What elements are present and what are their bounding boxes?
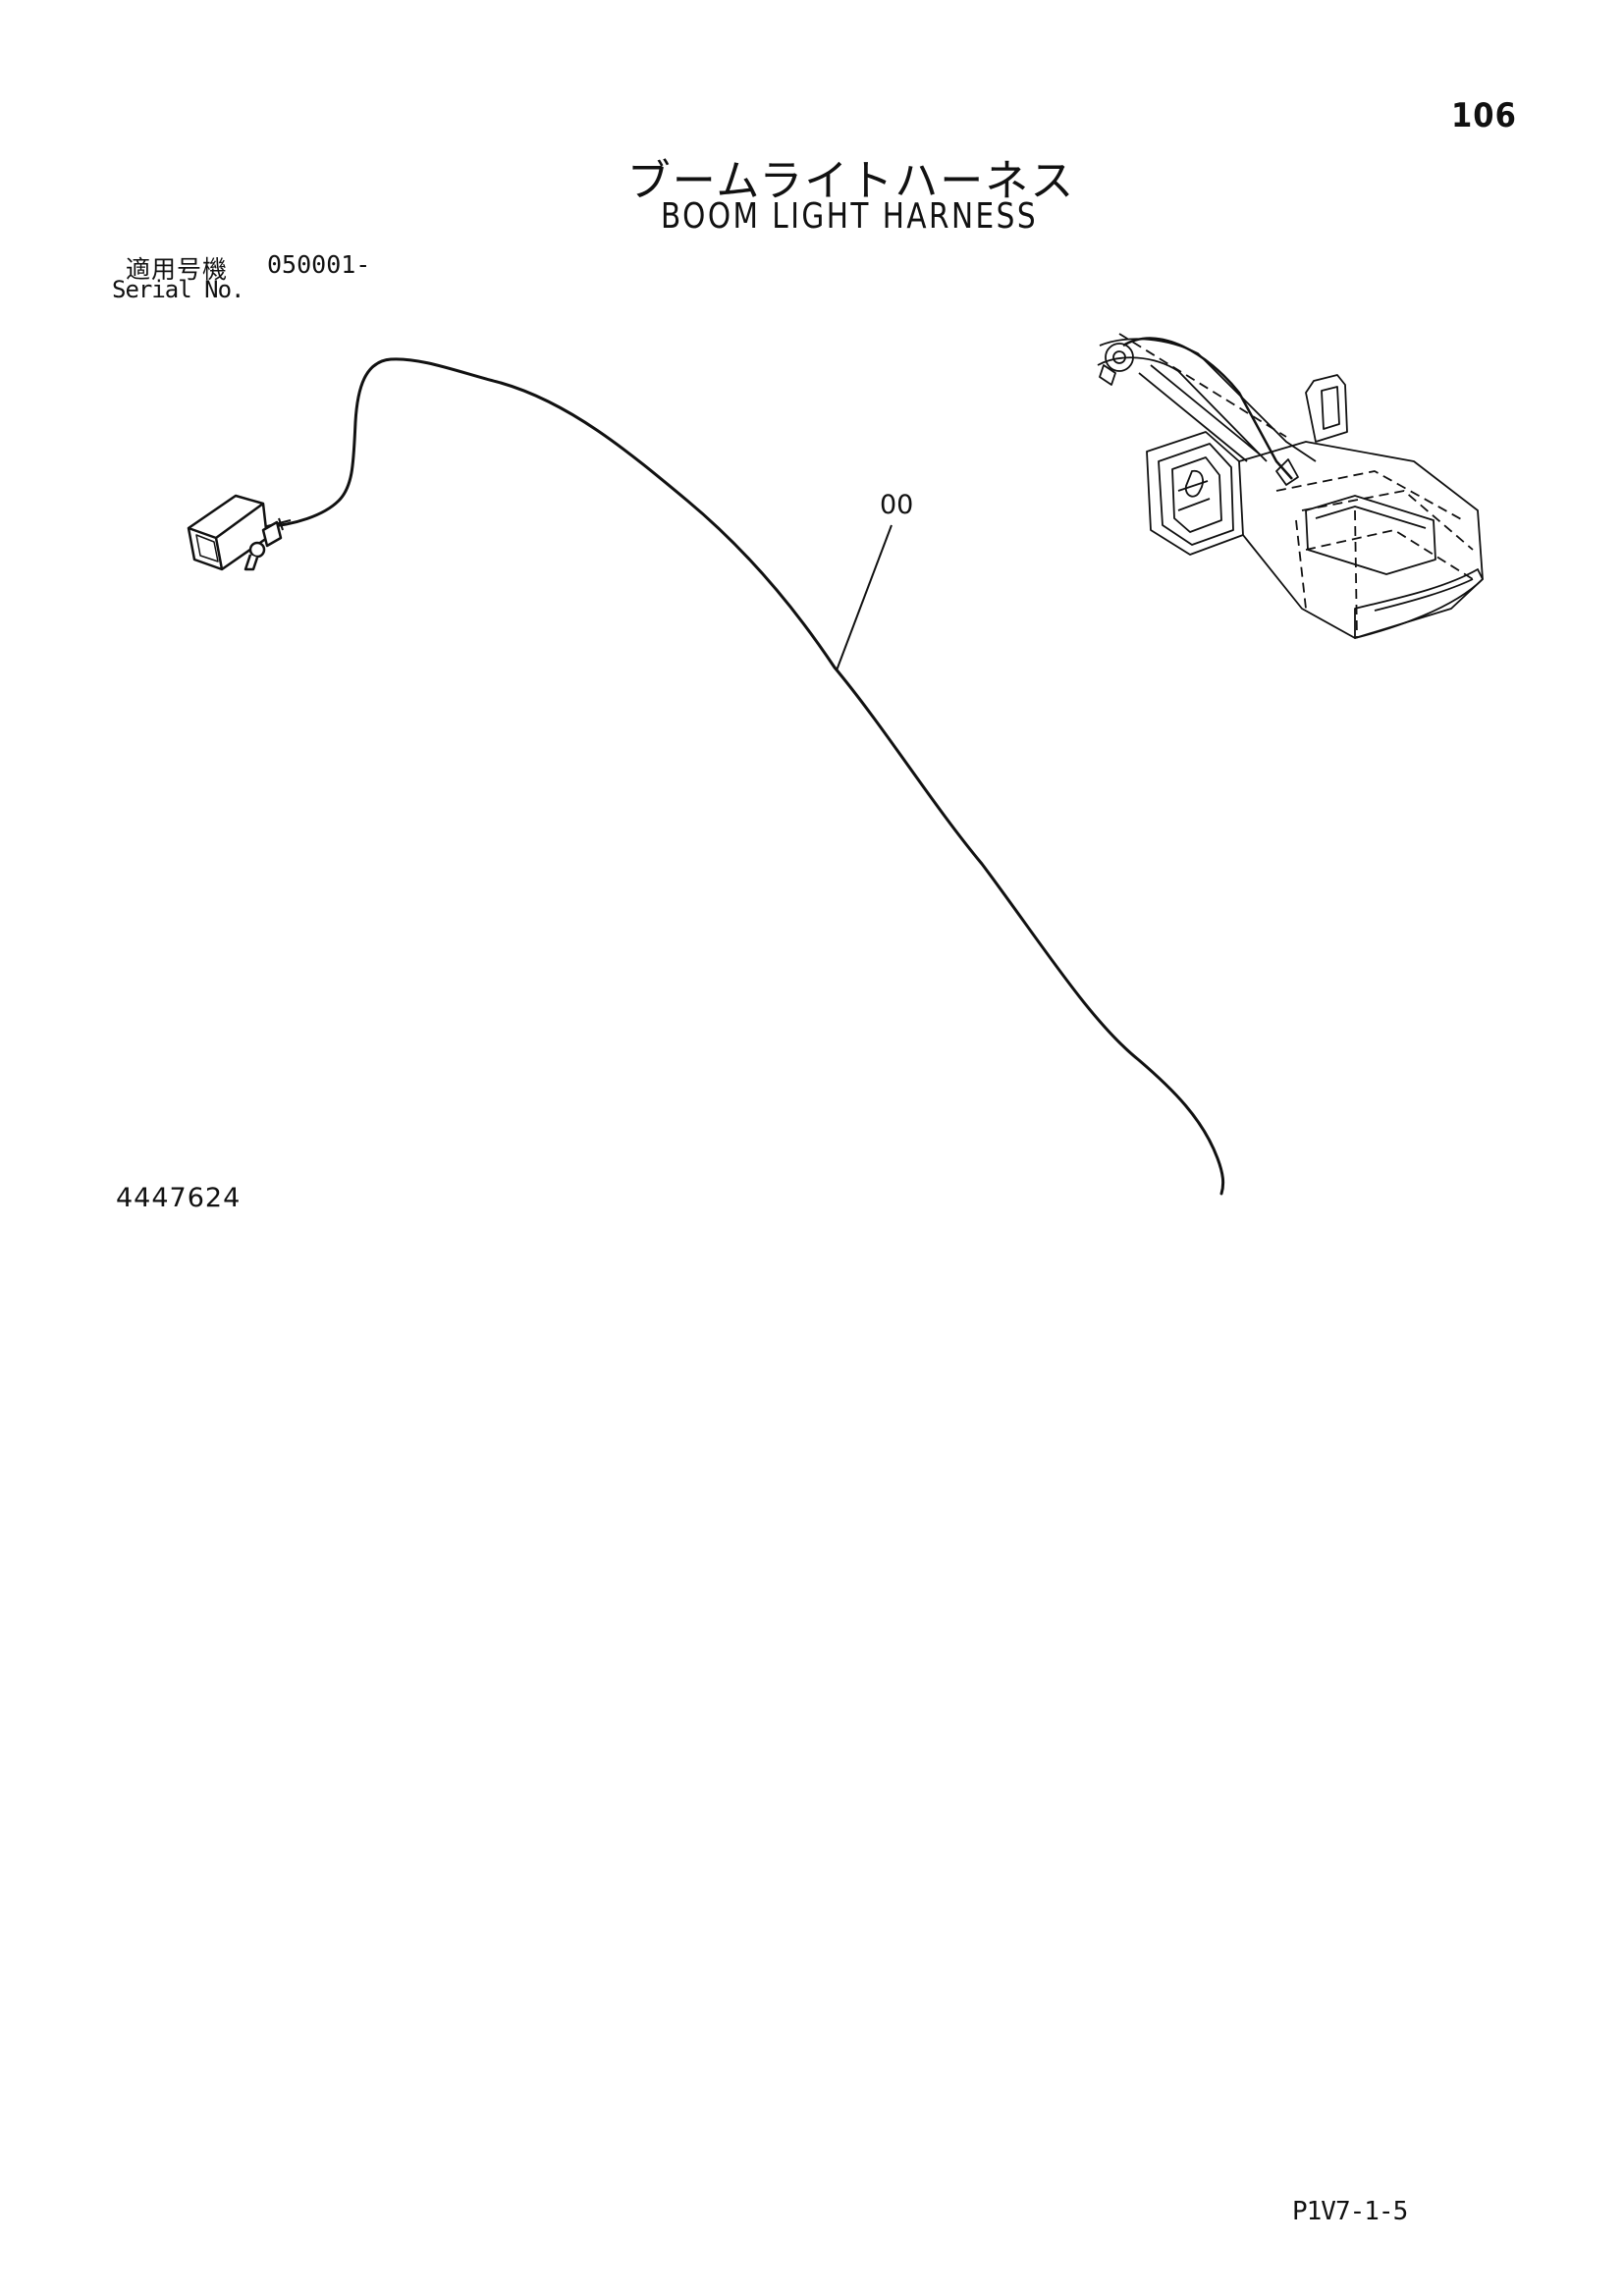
drawing-number: 4447624 (116, 1183, 242, 1213)
serial-number-value: 050001- (267, 250, 371, 279)
serial-label-english: Serial No. (112, 276, 244, 303)
page-title-japanese: ブームライトハーネス (626, 156, 1076, 206)
footer-code: P1V7-1-5 (1292, 2197, 1408, 2226)
page-number: 106 (1451, 96, 1517, 135)
boom-light-lamp (187, 494, 283, 571)
serial-label-japanese: 適用号機 (126, 255, 229, 284)
harness-cable (261, 357, 1225, 1196)
page-title-english: BOOM LIGHT HARNESS (660, 196, 1039, 237)
part-callout-leader (836, 524, 893, 671)
part-callout-label: 00 (880, 490, 914, 520)
excavator-location-view (1097, 333, 1484, 639)
